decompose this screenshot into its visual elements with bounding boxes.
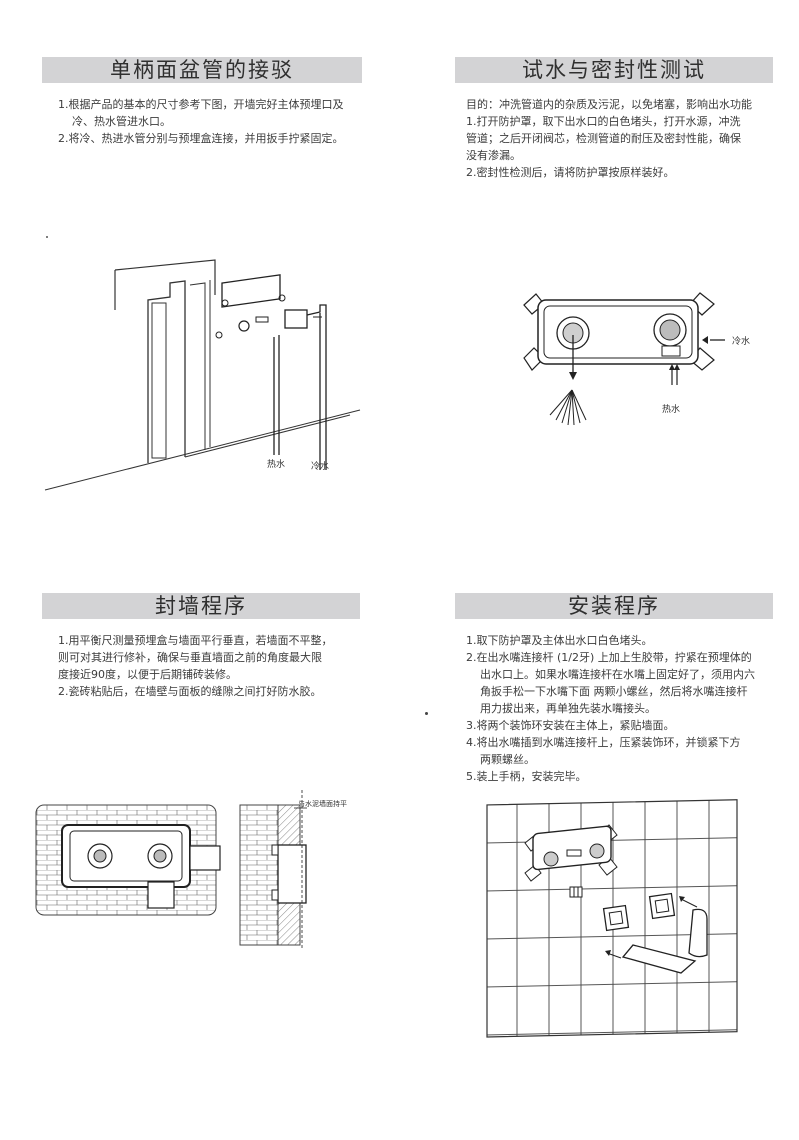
section-title-test: 试水与密封性测试 (455, 57, 773, 83)
seal-line-3: 度接近90度，以便于后期铺砖装修。 (58, 668, 237, 681)
install-line-8: 两颗螺丝。 (480, 753, 535, 766)
install-instructions: 1.取下防护罩及主体出水口白色堵头。 2.在出水嘴连接杆 (1/2牙) 上加上生… (466, 632, 791, 785)
install-line-1: 1.取下防护罩及主体出水口白色堵头。 (466, 634, 653, 647)
cold-water-label: 冷水 (311, 460, 329, 472)
install-line-7: 4.将出水嘴插到水嘴连接杆上，压紧装饰环，并锁紧下方 (466, 736, 741, 749)
test-line-2: 1.打开防护罩，取下出水口的白色堵头，打开水源，冲洗 (466, 115, 741, 128)
install-line-3: 出水口上。如果水嘴连接杆在水嘴上固定好了，须用内六 (480, 668, 755, 681)
wall-pipe-diagram: 热水 冷水 (44, 259, 361, 491)
pressure-test-diagram: 冷水 热水 (523, 292, 750, 426)
connect-line-3: 2.将冷、热进水管分别与预埋盒连接，并用扳手拧紧固定。 (58, 132, 344, 145)
section-title-install: 安装程序 (455, 593, 773, 619)
mixer-body (524, 824, 618, 882)
flush-with-wall-label: 与水泥墙面持平 (298, 799, 347, 808)
cold-water-label: 冷水 (732, 335, 750, 347)
test-line-3: 管道；之后开闭阀芯，检测管道的耐压及密封性能，确保 (466, 132, 741, 145)
scan-speck (46, 236, 48, 238)
test-line-5: 2.密封性检测后，请将防护罩按原样装好。 (466, 166, 675, 179)
install-line-9: 5.装上手柄，安装完毕。 (466, 770, 587, 783)
embedded-box (215, 274, 286, 339)
connect-line-2: 冷、热水管进水口。 (72, 115, 171, 128)
seal-line-2: 则可对其进行修补，确保与垂直墙面之前的角度最大限 (58, 651, 322, 664)
hot-water-label: 热水 (662, 403, 680, 415)
test-line-1: 目的：冲洗管道内的杂质及污泥，以免堵塞，影响出水功能 (466, 98, 752, 111)
connect-line-1: 1.根据产品的基本的尺寸参考下图，开墙完好主体预埋口及 (58, 98, 344, 111)
seal-instructions: 1.用平衡尺测量预埋盒与墙面平行垂直，若墙面不平整， 则可对其进行修补，确保与垂… (58, 632, 388, 700)
water-spray-icon (549, 389, 587, 426)
install-line-5: 用力拔出来，再单独先装水嘴接头。 (480, 702, 656, 715)
section-title-seal: 封墙程序 (42, 593, 360, 619)
test-instructions: 目的：冲洗管道内的杂质及污泥，以免堵塞，影响出水功能 1.打开防护罩，取下出水口… (466, 96, 786, 181)
scan-speck (425, 712, 428, 715)
install-line-4: 角扳手松一下水嘴下面 两颗小螺丝，然后将水嘴连接杆 (480, 685, 748, 698)
install-tile-diagram (486, 799, 738, 1038)
section-title-connect: 单柄面盆管的接驳 (42, 57, 362, 83)
seal-line-1: 1.用平衡尺测量预埋盒与墙面平行垂直，若墙面不平整， (58, 634, 333, 647)
seal-line-4: 2.瓷砖粘贴后，在墙壁与面板的缝隙之间打好防水胶。 (58, 685, 322, 698)
hot-water-label: 热水 (267, 458, 285, 470)
install-line-2: 2.在出水嘴连接杆 (1/2牙) 上加上生胶带，拧紧在预埋体的 (466, 651, 752, 664)
connect-instructions: 1.根据产品的基本的尺寸参考下图，开墙完好主体预埋口及 冷、热水管进水口。 2.… (58, 96, 388, 147)
wall-seal-diagram: 与水泥墙面持平 (35, 790, 347, 950)
install-line-6: 3.将两个装饰环安装在主体上，紧贴墙面。 (466, 719, 675, 732)
test-line-4: 没有渗漏。 (466, 149, 521, 162)
